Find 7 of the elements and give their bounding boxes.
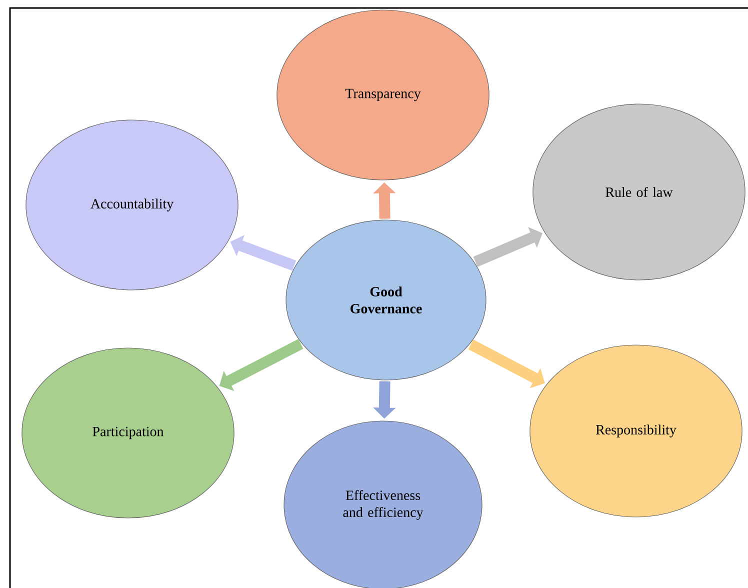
ellipse-node: Rule of law (532, 104, 746, 280)
ellipse-node: Effectiveness and efficiency (284, 420, 482, 588)
ellipse-node: Responsibility (530, 344, 742, 518)
ellipse-node: Accountability (26, 120, 238, 290)
ellipse-node: Good Governance (286, 220, 486, 380)
ellipse-node: Transparency (276, 10, 490, 180)
ellipse-node: Participation (22, 348, 234, 518)
